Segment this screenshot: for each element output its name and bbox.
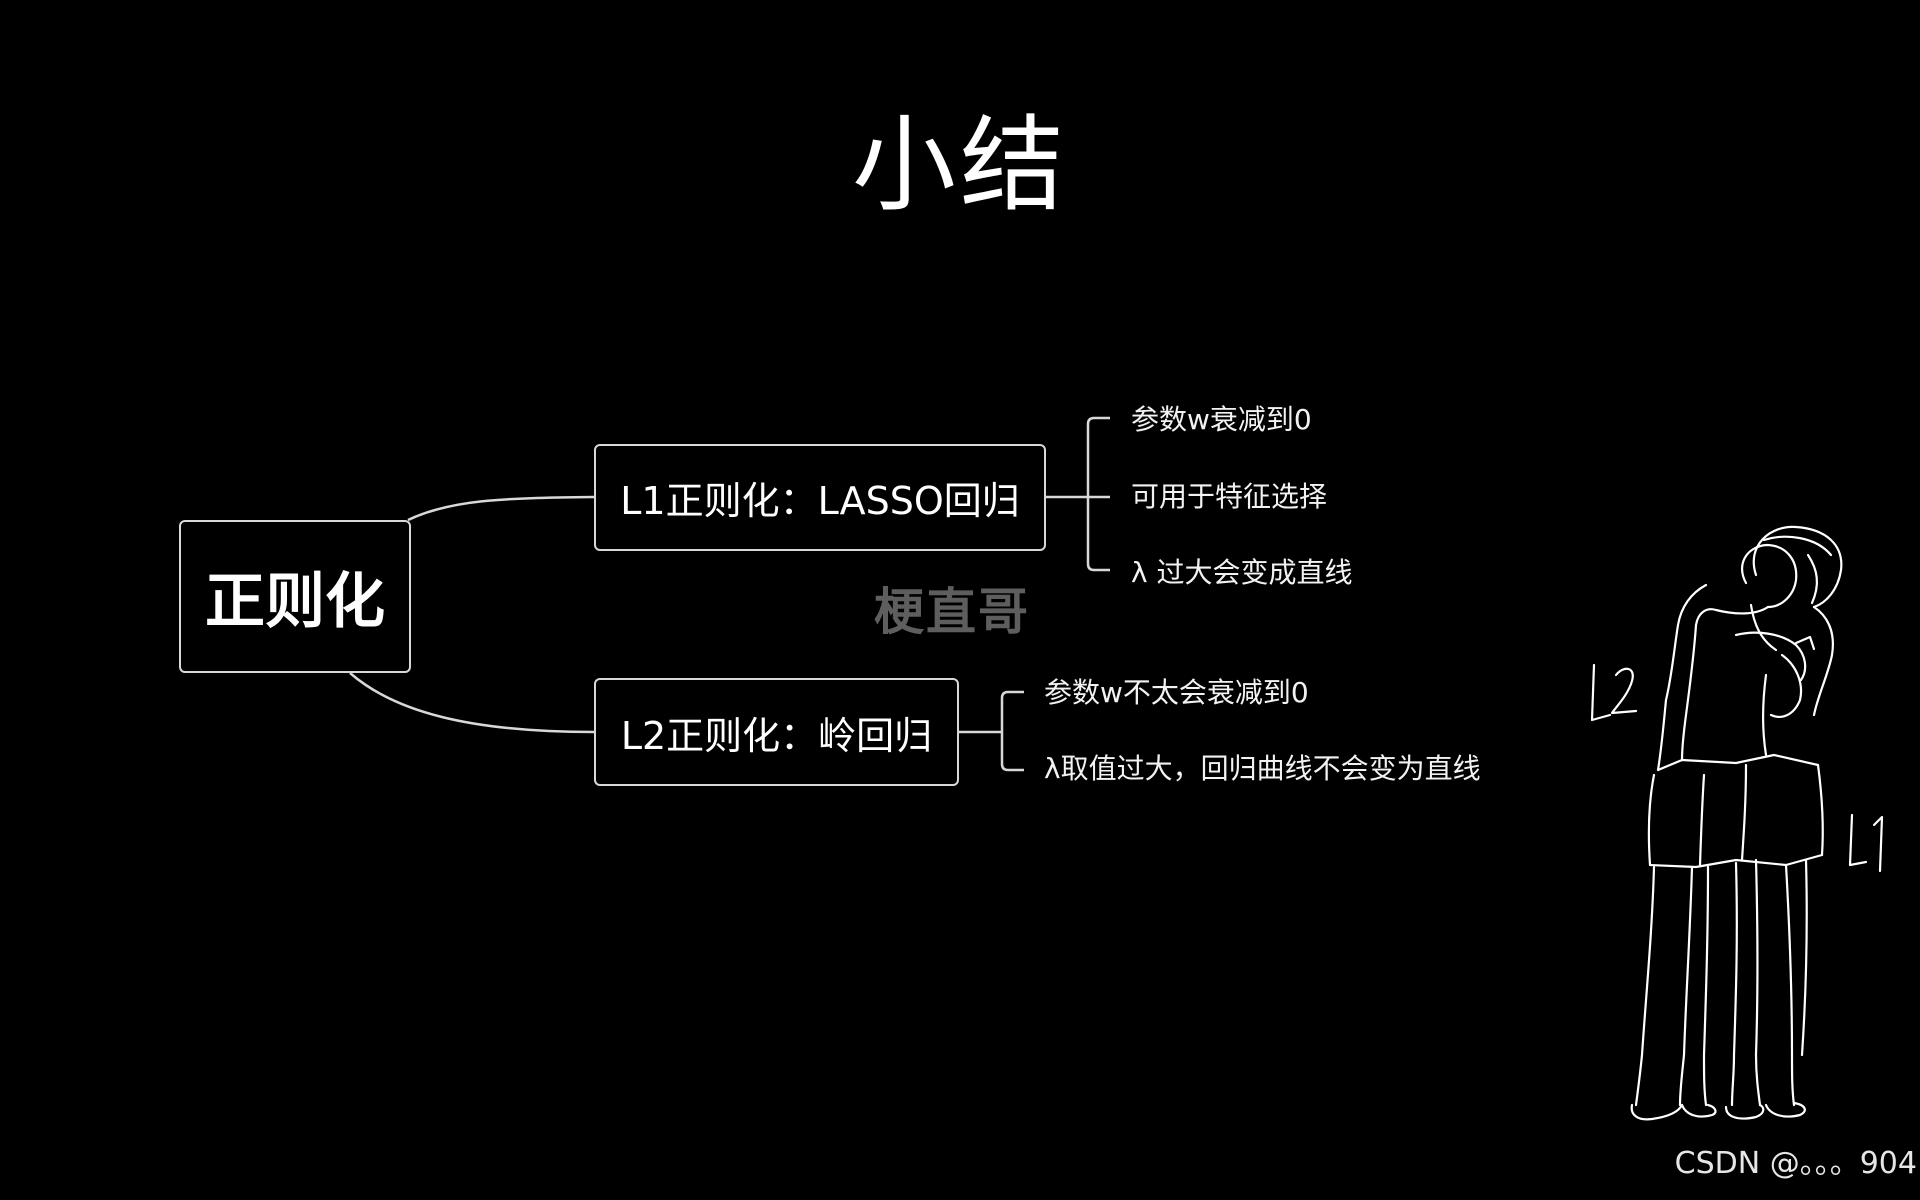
csdn-credit: CSDN @。。。904 [1675, 1138, 1917, 1182]
connector-root-l1 [408, 497, 594, 520]
l1-leaf-1: 参数w衰减到0 [1131, 406, 1312, 434]
l1-leaf-3: λ 过大会变成直线 [1131, 559, 1352, 587]
l2-leaf-1: 参数w不太会衰减到0 [1044, 679, 1309, 707]
connector-root-l2 [350, 673, 594, 732]
hugging-couple-sketch [1586, 515, 1886, 1130]
watermark-text: 梗直哥 [874, 572, 1030, 644]
l1-node: L1正则化：LASSO回归 [594, 444, 1046, 551]
bracket-l2 [1002, 692, 1024, 770]
bracket-l1 [1088, 418, 1110, 570]
l1-leaf-2: 可用于特征选择 [1131, 483, 1327, 511]
l2-node: L2正则化：岭回归 [594, 678, 959, 786]
root-node: 正则化 [179, 520, 411, 673]
l2-leaf-2: λ取值过大，回归曲线不会变为直线 [1044, 755, 1481, 783]
